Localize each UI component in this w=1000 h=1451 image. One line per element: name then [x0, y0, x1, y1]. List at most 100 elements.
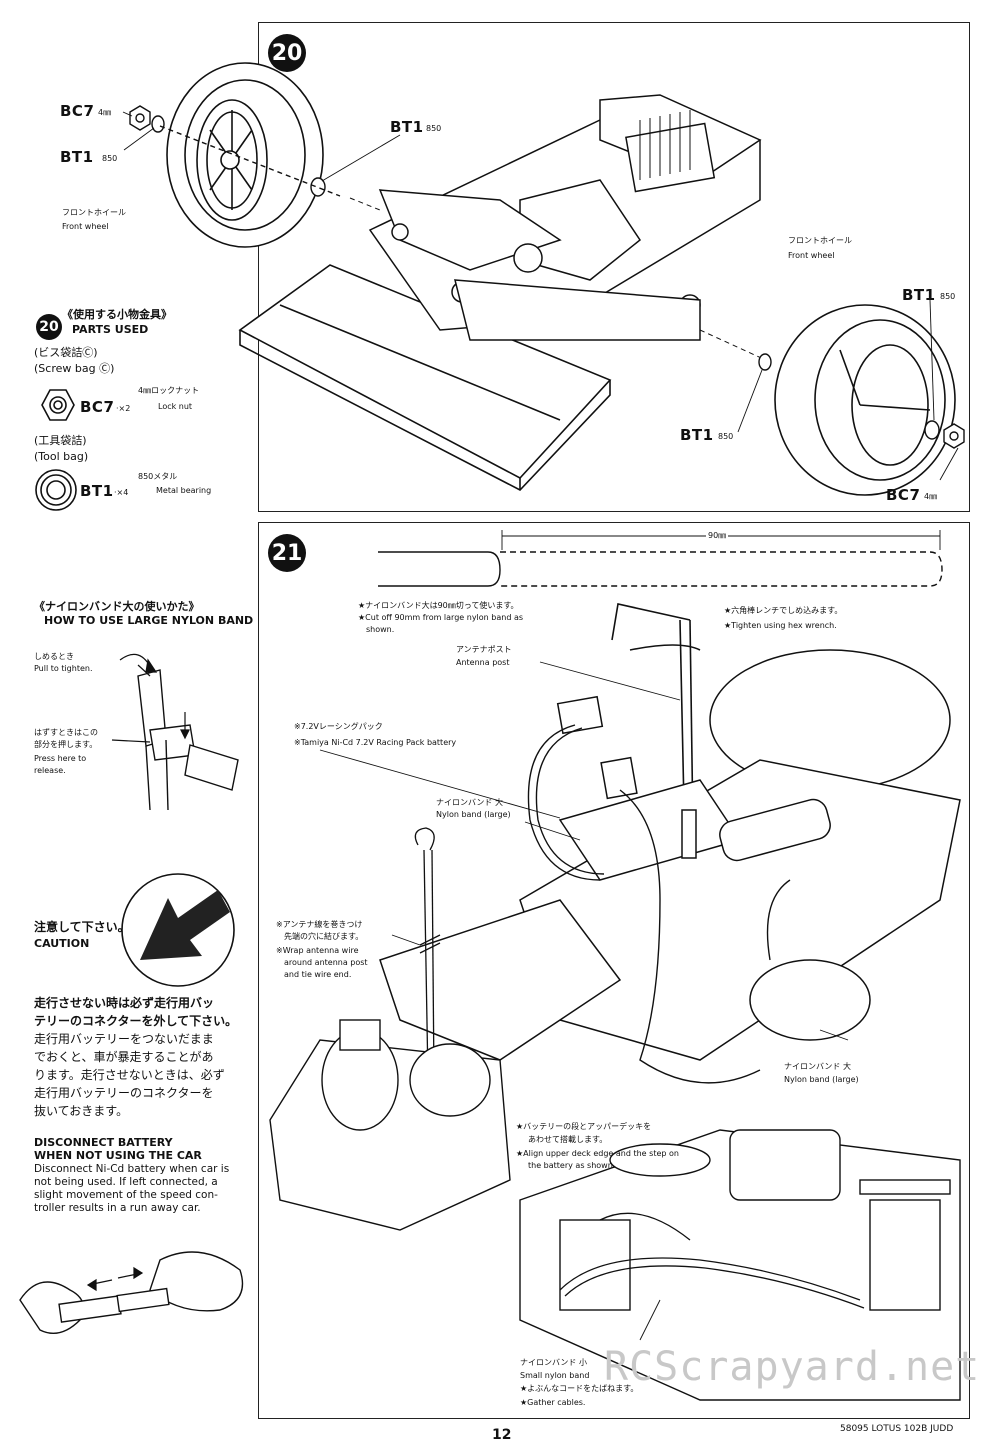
bearing-code: BT1: [80, 482, 114, 500]
screw-bag-jp: (ビス袋詰Ⓒ): [34, 346, 98, 359]
align-jp-2: あわせて搭載します。: [528, 1135, 608, 1144]
bearing-icon: [35, 469, 77, 511]
step-21-leader-lines: [319, 661, 849, 1341]
nylon-band-large-2-jp: ナイロンバンド 大: [784, 1062, 851, 1071]
bt1-left-label: BT1: [60, 148, 94, 166]
bt1-right-label: BT1: [902, 286, 936, 304]
front-wheel-left-jp: フロントホイール: [62, 208, 126, 217]
parts-used-title-jp: 《使用する小物金具》: [62, 308, 172, 321]
cut-instruction-en-1: ★Cut off 90mm from large nylon band as: [358, 613, 524, 622]
front-wheel-right-en: Front wheel: [788, 251, 835, 260]
gather-en: ★Gather cables.: [520, 1398, 586, 1407]
cut-instruction-en-2: shown.: [366, 625, 395, 634]
gather-jp: ★よぶんなコードをたばねます。: [520, 1384, 639, 1393]
disconnect-title-1: DISCONNECT BATTERY: [34, 1136, 173, 1149]
front-wheel-left-drawing: [166, 62, 324, 248]
dimension-label: 90㎜: [706, 529, 729, 543]
caution-arrow-icon: [121, 873, 235, 987]
chassis-details: [349, 110, 771, 363]
disconnect-text-3: slight movement of the speed con-: [34, 1189, 218, 1201]
nylon-band-title-en: HOW TO USE LARGE NYLON BAND: [44, 614, 254, 627]
nylon-band-large-2-en: Nylon band (large): [784, 1075, 859, 1084]
antenna-wire-en-3: and tie wire end.: [284, 970, 352, 979]
small-band-en: Small nylon band: [520, 1371, 590, 1380]
left-nut-bearing: [129, 105, 341, 197]
locknut-code: BC7: [80, 398, 115, 416]
model-name: 58095 LOTUS 102B JUDD: [840, 1424, 954, 1434]
right-nut-bearing: [758, 353, 965, 449]
locknut-icon: [41, 389, 75, 421]
bt1-bottom-size: 850: [718, 432, 734, 441]
release-en-1: Press here to: [34, 754, 87, 763]
locknut-en: Lock nut: [158, 402, 193, 411]
locknut-jp: 4㎜ロックナット: [138, 386, 200, 395]
hex-instruction-en: ★Tighten using hex wrench.: [724, 621, 837, 630]
parts-used-title-en: PARTS USED: [72, 323, 149, 336]
lower-wires: [559, 1212, 865, 1309]
front-wheel-right-jp: フロントホイール: [788, 236, 852, 245]
nylon-band-large-1-en: Nylon band (large): [436, 810, 511, 819]
step-21-panel: [258, 522, 970, 1419]
front-wheel-left-en: Front wheel: [62, 222, 109, 231]
nylon-band-title-jp: 《ナイロンバンド大の使いかた》: [34, 600, 200, 613]
caution-jp-line-3: 走行用バッテリーをつないだまま: [34, 1032, 214, 1046]
release-jp-2: 部分を押します。: [34, 740, 98, 749]
pull-en: Pull to tighten.: [34, 664, 93, 673]
tool-bag-en: (Tool bag): [34, 450, 89, 463]
release-en-2: release.: [34, 766, 66, 775]
bearing-qty: ·×4: [114, 488, 129, 497]
align-en-2: the battery as shown.: [528, 1161, 616, 1170]
hex-instruction-jp: ★六角棒レンチでしめ込みます。: [724, 606, 843, 615]
bc7-right-label: BC7: [886, 486, 921, 504]
caution-jp-line-7: 抜いておきます。: [34, 1104, 129, 1118]
disconnect-text-2: not being used. If left connected, a: [34, 1176, 218, 1188]
caution-jp-line-6: 走行用バッテリーのコネクターを: [34, 1086, 214, 1100]
battery-en: ※Tamiya Ni-Cd 7.2V Racing Pack battery: [294, 738, 457, 747]
antenna-post-en: Antenna post: [456, 658, 510, 667]
caution-jp-line-1: 走行させない時は必ず走行用バッ: [34, 996, 215, 1010]
battery-wires: [527, 724, 791, 1084]
step-20-leader-lines: [122, 111, 959, 481]
antenna-wire-en-2: around antenna post: [284, 958, 368, 967]
bt1-left-size: 850: [102, 154, 118, 163]
battery-jp: ※7.2Vレーシングパック: [294, 722, 383, 731]
lower-chassis-left: [269, 1019, 511, 1231]
bt1-right-size: 850: [940, 292, 956, 301]
caution-label-en: CAUTION: [34, 937, 90, 950]
screw-bag-en: (Screw bag Ⓒ): [34, 362, 115, 375]
caution-jp-line-5: ります。走行させないときは、必ず: [34, 1068, 225, 1082]
small-band-jp: ナイロンバンド 小: [520, 1358, 587, 1367]
step-20-badge: 20: [268, 34, 306, 72]
bt1-top-label: BT1: [390, 118, 424, 136]
caution-jp-line-4: でおくと、車が暴走することがあ: [34, 1050, 214, 1064]
antenna-wire-drawing: [414, 827, 441, 1081]
antenna-wire-en-1: ※Wrap antenna wire: [276, 946, 359, 955]
align-en-1: ★Align upper deck edge and the step on: [516, 1149, 679, 1158]
bt1-top-size: 850: [426, 124, 442, 133]
align-jp-1: ★バッテリーの段とアッパーデッキを: [516, 1122, 652, 1131]
bearing-en: Metal bearing: [156, 486, 212, 495]
caution-label-jp: 注意して下さい。: [34, 920, 130, 934]
bc7-left-size: 4㎜: [98, 108, 112, 117]
antenna-post-jp: アンテナポスト: [456, 645, 512, 654]
disconnect-title-2: WHEN NOT USING THE CAR: [34, 1149, 202, 1162]
release-jp-1: はずすときはこの: [34, 728, 98, 737]
lower-chassis-right: [519, 1129, 961, 1401]
locknut-qty: ·×2: [116, 404, 131, 413]
watermark: RCScrapyard.net: [604, 1344, 981, 1390]
bc7-right-size: 4㎜: [924, 492, 938, 501]
parts-used-badge: 20: [36, 314, 62, 340]
pull-jp: しめるとき: [34, 652, 74, 661]
antenna-wire-jp-1: ※アンテナ線を巻きつけ: [276, 920, 363, 929]
disconnect-text-1: Disconnect Ni-Cd battery when car is: [34, 1163, 230, 1175]
nylon-band-strip: [378, 530, 943, 587]
step-20-panel: [258, 22, 970, 512]
front-wheel-right-drawing: [774, 304, 956, 496]
page-number: 12: [492, 1427, 512, 1443]
step-21-badge: 21: [268, 534, 306, 572]
